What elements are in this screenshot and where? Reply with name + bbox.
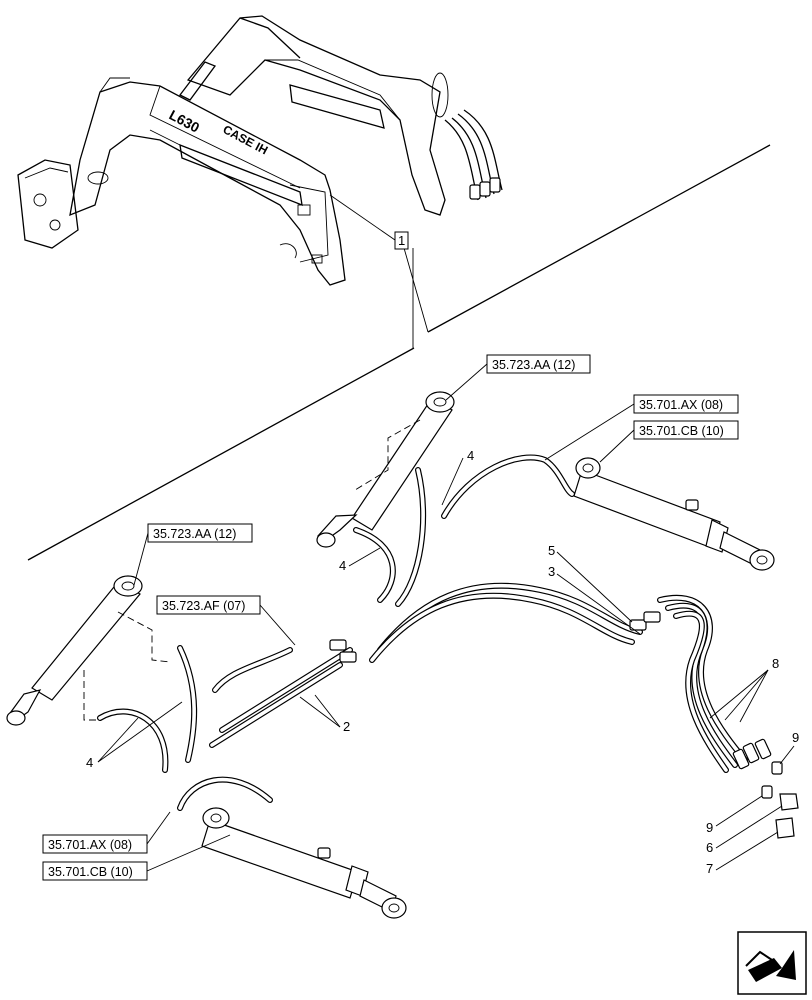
item-leader [709, 669, 769, 719]
item-number-4-lower: 4 [86, 755, 93, 770]
ref-leader [259, 604, 296, 646]
ref-leader [599, 429, 635, 463]
ref-box-35-723-af[interactable]: 35.723.AF (07) [156, 595, 261, 615]
hydraulic-hoses [97, 454, 748, 811]
item-number-7: 7 [706, 861, 713, 876]
ref-box-35-701-cb-bottom[interactable]: 35.701.CB (10) [42, 861, 148, 881]
ref-leader [146, 834, 231, 872]
svg-text:35.723.AA (12): 35.723.AA (12) [153, 527, 236, 541]
couplers [329, 611, 799, 839]
item-leader [556, 573, 641, 635]
svg-text:35.701.CB (10): 35.701.CB (10) [639, 424, 724, 438]
item-leader [715, 805, 783, 849]
svg-text:35.723.AA (12): 35.723.AA (12) [492, 358, 575, 372]
ref-leader [445, 363, 488, 401]
ref-box-35-701-cb-top[interactable]: 35.701.CB (10) [633, 420, 739, 440]
item-number-6: 6 [706, 840, 713, 855]
svg-text:35.701.AX (08): 35.701.AX (08) [639, 398, 723, 412]
item-number-4-middle: 4 [339, 558, 346, 573]
item-number-9-left: 9 [706, 820, 713, 835]
ref-leader [146, 811, 171, 845]
section-divider-line [27, 347, 415, 561]
front-loader-frame: L630 CASE IH [17, 15, 503, 286]
ref-box-35-723-aa-left[interactable]: 35.723.AA (12) [147, 523, 253, 543]
callout-1-leader-right [403, 247, 429, 333]
item-number-5: 5 [548, 543, 555, 558]
item-number-4-upper: 4 [467, 448, 474, 463]
item-number-2: 2 [343, 719, 350, 734]
item-leader [441, 457, 464, 506]
item-number-3: 3 [548, 564, 555, 579]
section-divider-line-upper [427, 144, 771, 333]
item-leader [724, 669, 769, 721]
item-number-8: 8 [772, 656, 779, 671]
item-leader [348, 547, 381, 567]
bucket-cylinder-lower [201, 807, 407, 919]
ref-box-35-701-ax-top[interactable]: 35.701.AX (08) [633, 394, 739, 414]
bucket-cylinder-right [573, 457, 775, 571]
item-number-9-right: 9 [792, 730, 799, 745]
callout-1-leader [329, 194, 396, 241]
item-leader [779, 745, 795, 765]
ref-box-35-723-aa-top[interactable]: 35.723.AA (12) [486, 354, 591, 374]
callout-1-label: 1 [398, 233, 405, 248]
item-leader [299, 696, 341, 728]
callout-box-1: 1 [394, 231, 409, 250]
item-leader [715, 831, 779, 871]
item-leader [97, 701, 183, 763]
item-leader [715, 795, 763, 827]
item-leader [556, 551, 633, 623]
svg-text:35.701.AX (08): 35.701.AX (08) [48, 838, 132, 852]
svg-text:35.701.CB (10): 35.701.CB (10) [48, 865, 133, 879]
ref-leader [133, 532, 149, 586]
lift-cylinder-upper [316, 391, 455, 548]
next-page-arrow-icon[interactable] [737, 931, 807, 995]
svg-text:35.723.AF (07): 35.723.AF (07) [162, 599, 245, 613]
ref-box-35-701-ax-bottom[interactable]: 35.701.AX (08) [42, 834, 148, 854]
item-leader [314, 694, 341, 728]
ref-leader [544, 403, 635, 461]
item-leader [97, 717, 139, 763]
lift-cylinder-lower [6, 575, 171, 726]
item-leader [739, 669, 769, 723]
